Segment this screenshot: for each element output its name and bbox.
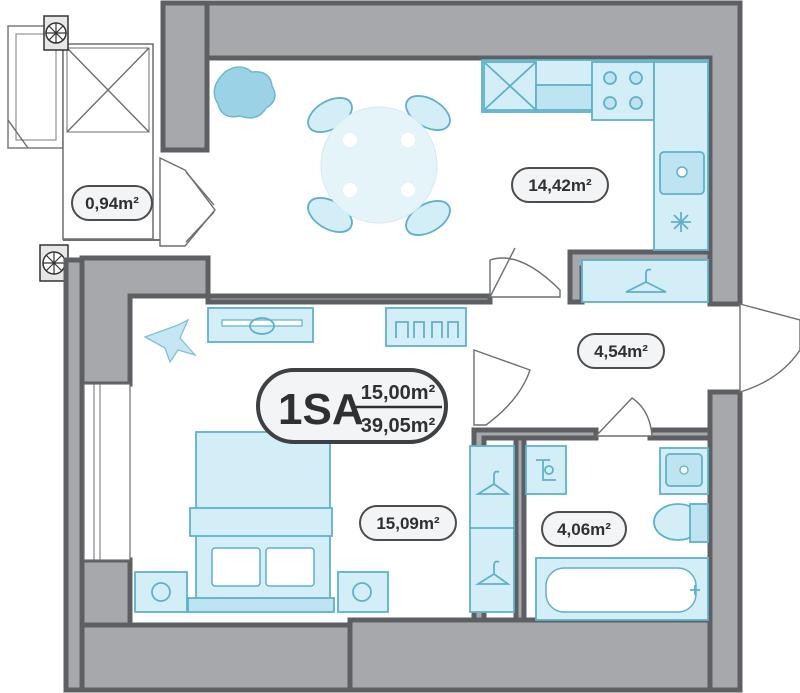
kitchen-area-label: 14,42m² bbox=[511, 167, 609, 203]
hall-area-label: 4,54m² bbox=[577, 333, 665, 369]
stove-icon bbox=[591, 61, 655, 121]
balcony-area-label: 0,94m² bbox=[71, 185, 153, 221]
total-area: 39,05m² bbox=[361, 415, 436, 437]
kitchen-furniture bbox=[481, 59, 709, 251]
hanger-icon bbox=[474, 470, 511, 495]
hall-wardrobe bbox=[581, 259, 709, 303]
hall-area-text: 4,54m² bbox=[594, 342, 648, 361]
bathroom-area-label: 4,06m² bbox=[541, 511, 627, 547]
bedroom-window bbox=[83, 383, 131, 561]
plant-icon bbox=[143, 318, 197, 364]
kitchen-area-text: 14,42m² bbox=[528, 176, 592, 195]
balcony-vent-icon bbox=[43, 15, 69, 51]
doors bbox=[473, 247, 800, 437]
unit-code: 1SA bbox=[278, 385, 364, 434]
dining-table bbox=[307, 95, 451, 236]
living-area: 15,00m² bbox=[361, 382, 436, 404]
bedroom-area-text: 15,09m² bbox=[376, 514, 440, 533]
plant-icon bbox=[213, 66, 276, 119]
hanger-icon bbox=[625, 268, 667, 293]
snowflake-icon bbox=[671, 212, 691, 232]
bedroom-furniture bbox=[134, 307, 515, 613]
balcony-area-text: 0,94m² bbox=[85, 194, 139, 213]
sink-icon bbox=[659, 447, 709, 495]
bathroom-area-text: 4,06m² bbox=[557, 520, 611, 539]
bathroom-fixtures bbox=[525, 445, 709, 621]
bedroom-area-label: 15,09m² bbox=[359, 505, 457, 541]
unit-badge: 1SA 15,00m² 39,05m² bbox=[256, 368, 448, 444]
hanger-icon bbox=[474, 560, 511, 585]
sink-icon bbox=[659, 151, 705, 195]
